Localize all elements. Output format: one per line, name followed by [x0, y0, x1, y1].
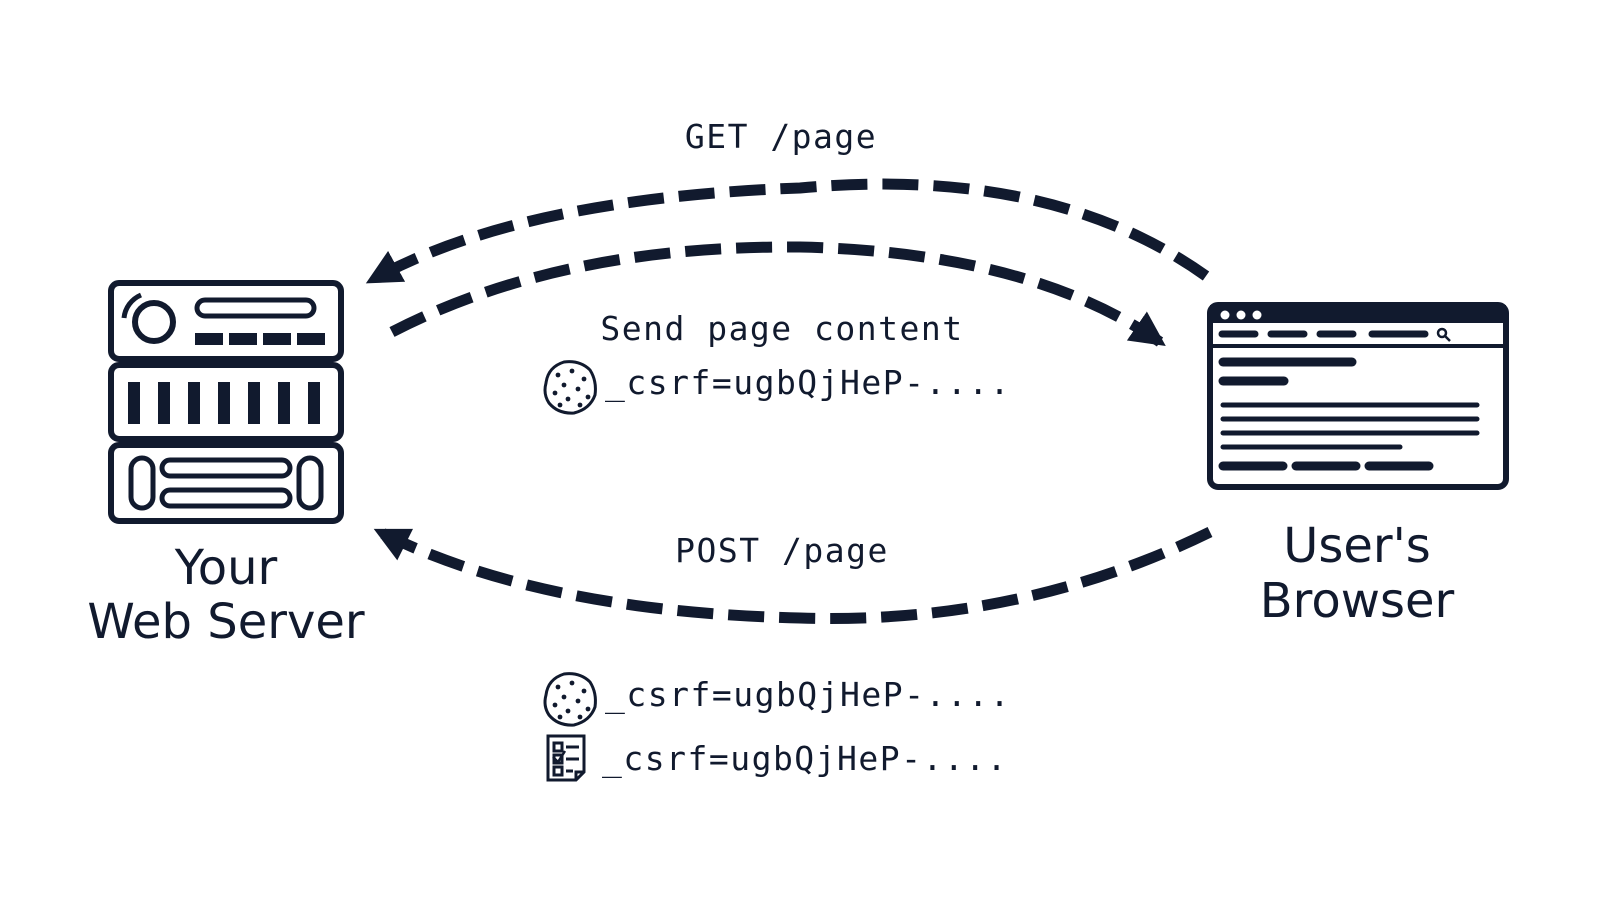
cookie-icon: [543, 672, 597, 727]
post-cookie-token: _csrf=ugbQjHeP-....: [605, 675, 1011, 715]
cookie-icon: [543, 360, 597, 415]
browser-label-line1: User's: [1283, 518, 1431, 574]
page-response-arrow: [389, 241, 1166, 347]
response-label: Send page content: [600, 309, 963, 348]
get-request-label: GET /page: [685, 117, 877, 156]
post-request-arrow: [373, 527, 1213, 624]
server-label-line2: Web Server: [87, 594, 365, 650]
browser-window-icon: [1207, 302, 1509, 490]
response-cookie-token: _csrf=ugbQjHeP-....: [605, 363, 1011, 403]
get-request-arrow: [365, 178, 1210, 285]
post-form-token: _csrf=ugbQjHeP-....: [602, 739, 1008, 779]
form-checklist-icon: [546, 734, 586, 782]
post-request-label: POST /page: [675, 531, 889, 570]
server-rack-icon: [108, 280, 344, 524]
browser-label-line2: Browser: [1260, 573, 1455, 629]
server-label-line1: Your: [174, 540, 278, 596]
